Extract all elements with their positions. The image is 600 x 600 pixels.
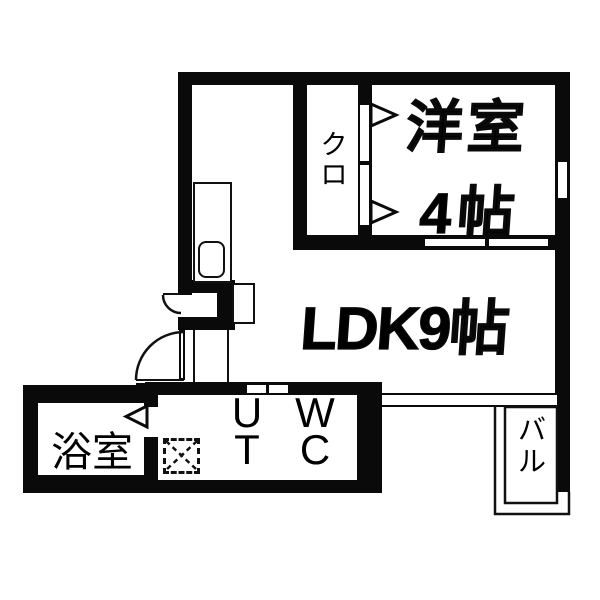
closet-door-arrow-icon <box>369 101 400 129</box>
meter-box-door-line <box>163 293 179 295</box>
window-east-wall <box>556 160 569 200</box>
toilet-label-c: C <box>299 426 331 473</box>
meter-box-door-arc <box>161 294 182 315</box>
toilet-label: W C <box>294 389 336 473</box>
wall-top <box>178 72 570 85</box>
bathroom-label: 浴室 <box>51 429 133 475</box>
kitchen-side-unit <box>232 283 255 324</box>
bathroom-door-arrow-icon <box>122 403 149 430</box>
toilet-label-w: W <box>295 389 335 436</box>
utility-block-right-bar <box>217 293 235 317</box>
utility-label: U T <box>228 389 266 473</box>
closet-label: ク ロ <box>318 130 350 190</box>
closet-sliding-panel-1 <box>358 103 371 163</box>
utility-label-u: U <box>231 389 263 436</box>
entrance-threshold-line <box>136 379 184 381</box>
corridor-line-left <box>193 330 195 383</box>
closet-label-char1: ク <box>320 130 348 160</box>
utility-label-t: T <box>234 426 260 473</box>
western-room-sliding-panel-2 <box>487 237 550 248</box>
balcony-label: バ ル <box>514 414 550 478</box>
utility-block-bottom-bar <box>178 317 235 330</box>
washing-machine-x-icon <box>165 440 198 471</box>
ldk-label: LDK9帖 <box>298 294 511 362</box>
western-room-label: 洋室 <box>403 95 531 160</box>
utwc-sliding-panel-2 <box>267 383 290 395</box>
utility-block-top-bar <box>192 280 235 293</box>
balcony-outer-railing <box>493 407 571 516</box>
balcony-inner-railing <box>503 405 559 505</box>
closet-door-arrow2-icon <box>369 198 400 226</box>
window-ldk-south <box>382 393 557 407</box>
entrance-door-swing-arc <box>134 330 185 381</box>
wall-west <box>178 72 192 295</box>
western-room-sliding-panel-1 <box>423 237 487 248</box>
balcony-label-char1: バ <box>517 414 546 445</box>
closet-sliding-panel-2 <box>358 163 371 227</box>
balcony-label-char2: ル <box>517 446 546 477</box>
corridor-line-right <box>227 330 229 383</box>
kitchen-sink <box>198 241 225 278</box>
western-room-size-label: 4帖 <box>417 181 523 246</box>
closet-label-char2: ロ <box>320 160 348 190</box>
wall-closet-left <box>293 83 307 248</box>
